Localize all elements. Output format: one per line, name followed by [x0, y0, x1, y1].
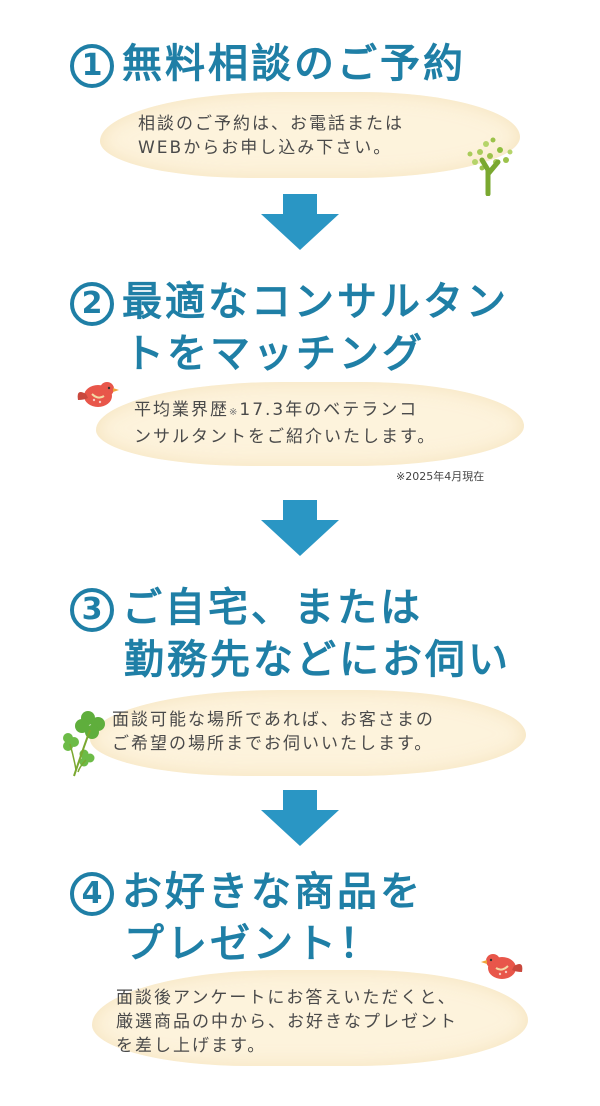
step-3-title-line2: 勤務先などにお伺い: [124, 637, 511, 683]
step-2-number: 2: [70, 282, 114, 326]
step-2-footnote: ※2025年4月現在: [396, 470, 485, 483]
step-4-bubble: [92, 970, 528, 1066]
step-4-description: 面談後アンケートにお答えいただくと、 厳選商品の中から、お好きなプレゼント を差…: [116, 986, 458, 1058]
step-1-title-line1: 無料相談のご予約: [122, 41, 466, 87]
step-3-title-line1: ご自宅、または: [122, 585, 423, 631]
step-4-text-line3: を差し上げます。: [116, 1036, 267, 1056]
step-1-text-line2: WEBからお申し込み下さい。: [138, 138, 393, 158]
step-2-title-line1: 最適なコンサルタン: [122, 279, 509, 325]
step-2-text-line1: 平均業界歴: [134, 400, 229, 420]
step-3-number: 3: [70, 588, 114, 632]
step-4-text-line1: 面談後アンケートにお答えいただくと、: [116, 988, 457, 1008]
clover-icon: [63, 711, 105, 777]
step-1-number: 1: [70, 44, 114, 88]
arrow-down-icon: [261, 790, 339, 846]
step-4-text-line2: 厳選商品の中から、お好きなプレゼント: [116, 1012, 458, 1032]
step-4-title-line2: プレゼント！: [124, 921, 382, 967]
step-3-bubble: [90, 690, 526, 776]
tree-icon: [467, 137, 513, 196]
step-2-text-line1b: 17.3年のベテランコ: [239, 400, 419, 420]
bird-icon: [481, 954, 523, 979]
step-1-bubble: [100, 92, 520, 178]
arrow-down-icon: [261, 500, 339, 556]
step-2-bubble: [96, 382, 524, 466]
step-3-description: 面談可能な場所であれば、お客さまの ご希望の場所までお伺いいたします。: [112, 708, 435, 756]
step-4-title-line1: お好きな商品を: [122, 869, 423, 915]
bird-icon: [77, 382, 119, 407]
arrow-down-icon: [261, 194, 339, 250]
step-2-text-line2: ンサルタントをご紹介いたします。: [134, 427, 437, 447]
step-1-description: 相談のご予約は、お電話または WEBからお申し込み下さい。: [138, 112, 404, 160]
step-3-text-line2: ご希望の場所までお伺いいたします。: [112, 734, 434, 754]
step-2-title-line2: トをマッチング: [124, 331, 425, 377]
step-2-description: 平均業界歴※17.3年のベテランコ ンサルタントをご紹介いたします。: [134, 398, 436, 449]
step-4-number: 4: [70, 872, 114, 916]
step-2-text-mark: ※: [229, 407, 240, 418]
step-3-text-line1: 面談可能な場所であれば、お客さまの: [112, 710, 435, 730]
step-1-text-line1: 相談のご予約は、お電話または: [138, 114, 404, 134]
